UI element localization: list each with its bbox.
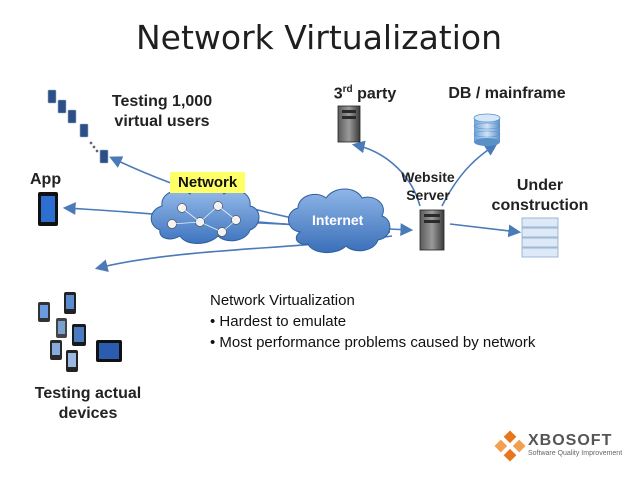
internet-cloud	[288, 188, 391, 253]
testing-virtual-users-label: Testing 1,000 virtual users	[92, 92, 232, 132]
network-label: Network	[170, 172, 246, 193]
arrow-under-construction	[449, 223, 522, 238]
app-label: App	[30, 171, 62, 188]
website-server-label: Website Server	[396, 168, 460, 204]
arrow-db	[441, 143, 498, 207]
third-party-label: 3rd party	[320, 80, 410, 104]
network-cloud	[150, 184, 260, 244]
app-tablet-icon	[38, 192, 58, 226]
xbosoft-logo: XBOSOFT Software Quality Improvement	[528, 432, 633, 457]
under-line2: construction	[491, 197, 589, 214]
xbosoft-logo-icon	[494, 430, 526, 462]
testing-virtual-line1: Testing 1,000	[111, 93, 213, 110]
note-block: Network Virtualization • Hardest to emul…	[210, 290, 630, 353]
third-party-server	[337, 105, 361, 143]
note-bullet-1: • Hardest to emulate	[210, 313, 347, 330]
third-party-sup: rd	[342, 84, 353, 95]
testing-actual-devices-label: Testing actual devices	[18, 384, 158, 424]
under-line1: Under	[516, 177, 564, 194]
logo-tagline: Software Quality Improvement	[528, 450, 623, 457]
third-party-number: 3	[333, 85, 343, 103]
testing-actual-line1: Testing actual	[34, 385, 142, 402]
actual-devices-icon	[38, 292, 122, 372]
third-party-text: party	[352, 85, 397, 103]
under-construction-label: Under construction	[480, 176, 600, 216]
testing-virtual-line2: virtual users	[114, 113, 210, 130]
arrow-third-party	[351, 140, 421, 207]
page-title: Network Virtualization	[135, 18, 503, 57]
database-icon	[473, 113, 501, 146]
website-server-icon	[419, 209, 445, 251]
logo-name: XBOSOFT	[528, 432, 613, 449]
db-mainframe-label: DB / mainframe	[448, 85, 566, 102]
note-heading: Network Virtualization	[210, 292, 355, 309]
virtual-phones-icon	[47, 89, 109, 164]
network-badge: Network	[170, 172, 246, 193]
website-line2: Server	[406, 187, 450, 203]
under-construction-icon	[521, 217, 559, 258]
testing-actual-line2: devices	[58, 405, 118, 422]
internet-label: Internet	[312, 212, 364, 228]
website-line1: Website	[401, 169, 455, 185]
note-bullet-2: • Most performance problems caused by ne…	[210, 334, 536, 351]
